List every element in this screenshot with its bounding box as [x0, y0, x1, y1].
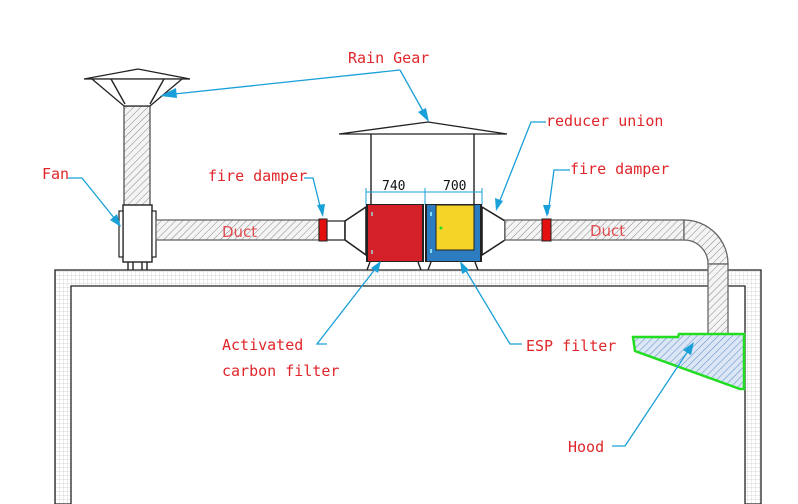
hood	[631, 332, 746, 391]
label-activated: Activated	[222, 336, 303, 354]
activated-carbon-filter	[366, 204, 424, 271]
fire-damper-left	[318, 218, 328, 242]
label-duct-left: Duct	[222, 223, 257, 241]
label-esp-filter: ESP filter	[526, 337, 616, 355]
dimension-line	[365, 188, 483, 205]
reducer-union-right	[481, 205, 506, 257]
reducer-union-left	[344, 205, 367, 257]
duct-elbow	[683, 219, 729, 265]
label-rain-gear: Rain Gear	[348, 49, 429, 67]
dimension-700: 700	[443, 179, 466, 194]
label-duct-right: Duct	[590, 222, 625, 240]
label-hood: Hood	[568, 438, 604, 456]
label-fire-damper-left: fire damper	[208, 167, 307, 185]
exhaust-stack	[83, 68, 191, 207]
building-wall	[54, 269, 762, 504]
fire-damper-right	[541, 218, 552, 242]
filter-rain-gear	[338, 121, 508, 205]
label-carbon-filter: carbon filter	[222, 362, 339, 380]
fan-unit	[118, 204, 157, 270]
label-fan: Fan	[42, 165, 69, 183]
duct-connector-left	[326, 220, 346, 241]
label-reducer-union: reducer union	[546, 112, 663, 130]
leader-lines	[68, 69, 694, 447]
dimension-740: 740	[382, 179, 405, 194]
duct-vertical	[707, 263, 729, 336]
esp-filter	[425, 204, 482, 271]
label-fire-damper-right: fire damper	[570, 160, 669, 178]
